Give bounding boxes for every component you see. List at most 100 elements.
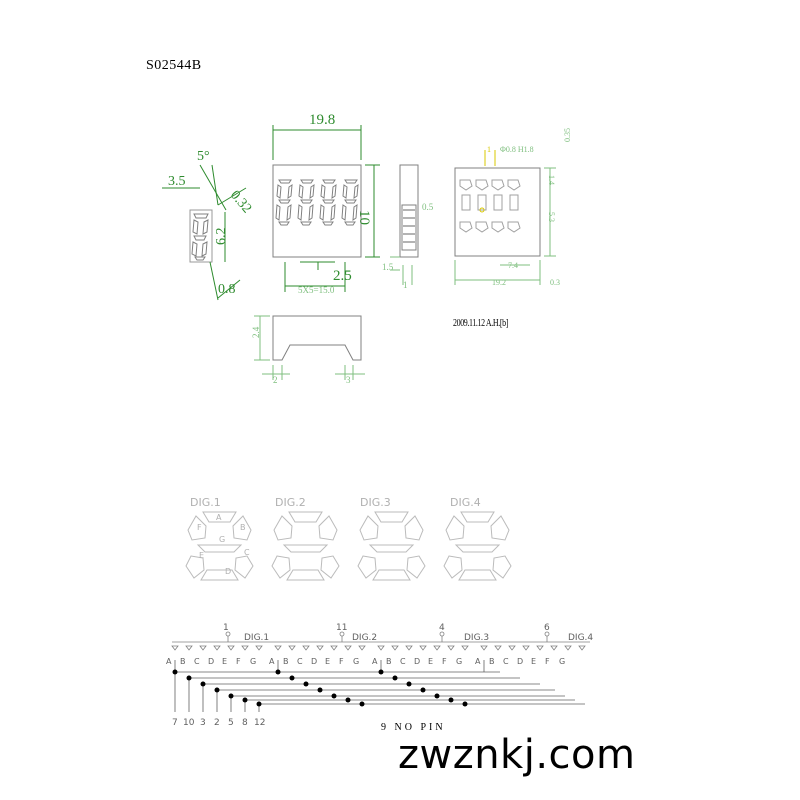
svg-text:F: F [339, 657, 344, 666]
watermark: zwznkj.com [398, 732, 636, 778]
side-profile-labels: 0.5 1.5 1 [382, 202, 434, 290]
svg-text:G: G [250, 657, 256, 666]
pin-number: 2 [214, 718, 220, 728]
bottom-view [454, 150, 556, 285]
bottom-view-labels: 1 Φ0.8 H1.8 0.35 1.4 5.3 7.4 19.2 0.3 [487, 128, 572, 287]
pin-number: 12 [254, 718, 265, 728]
pin-number: 10 [183, 718, 195, 728]
pin-number: 5 [228, 718, 234, 728]
date-code: 2009.11.12 A.H.[b] [453, 317, 509, 329]
schematic-dots [172, 669, 468, 707]
side-view-labels: 5° 3.5 0.32 6.2 0.8 [168, 149, 254, 297]
width-label: 19.2 [492, 278, 506, 287]
svg-text:G: G [456, 657, 462, 666]
pin-label: 0.8 [218, 282, 236, 297]
front-digit-1 [275, 179, 293, 226]
angle-label: 5° [197, 149, 210, 164]
digit-labels: DIG.1 DIG.2 DIG.3 DIG.4 [190, 496, 481, 509]
side-view [162, 164, 247, 301]
b-label: 3 [346, 375, 351, 385]
pitch-label: 7.4 [508, 261, 518, 270]
diag-label: 0.32 [227, 188, 254, 216]
common-pin-labels: 1 11 4 6 DIG.1 DIG.2 DIG.3 DIG.4 [223, 623, 593, 643]
d2-label: 1.5 [382, 262, 394, 272]
svg-text:A: A [372, 657, 378, 666]
svg-text:C: C [194, 657, 200, 666]
width-label: 3.5 [168, 174, 186, 189]
top-label: 0.35 [563, 128, 572, 142]
svg-text:G: G [353, 657, 359, 666]
svg-text:F: F [545, 657, 550, 666]
digit-common-label: DIG.2 [352, 633, 377, 643]
digit-label: DIG.3 [360, 496, 391, 509]
d3-label: 1 [403, 280, 408, 290]
digit-label: DIG.2 [275, 496, 306, 509]
common-pin-number: 11 [336, 623, 347, 633]
svg-text:G: G [559, 657, 565, 666]
digit-common-label: DIG.1 [244, 633, 269, 643]
width-label: 19.8 [309, 112, 335, 128]
svg-text:B: B [386, 657, 392, 666]
svg-text:E: E [531, 657, 536, 666]
side-profile [390, 164, 419, 285]
digit-layout [185, 511, 512, 581]
digit-label: DIG.1 [190, 496, 221, 509]
segment-letter: F [197, 523, 202, 532]
svg-text:C: C [503, 657, 509, 666]
svg-text:C: C [297, 657, 303, 666]
segment-letter: G [219, 535, 225, 544]
segment-letter: B [240, 523, 246, 532]
segment-letter: D [225, 567, 231, 576]
digit-common-label: DIG.4 [568, 633, 593, 643]
svg-text:F: F [442, 657, 447, 666]
a-label: 2 [273, 375, 278, 385]
svg-text:A: A [269, 657, 275, 666]
edge-label: 0.3 [550, 278, 560, 287]
height-label: 6.2 [214, 228, 229, 246]
part-number: S02544B [146, 58, 202, 73]
segment-letters: A B C D E F G [197, 513, 250, 576]
digit-label: DIG.4 [450, 496, 481, 509]
hole-label: Φ0.8 H1.8 [500, 145, 534, 154]
svg-text:D: D [311, 657, 317, 666]
segment-letter: A [216, 513, 222, 522]
svg-text:D: D [414, 657, 420, 666]
svg-text:B: B [180, 657, 186, 666]
bottom-profile-labels: 2.4 2 3 [251, 326, 351, 385]
common-pin-number: 4 [439, 623, 445, 633]
pin-number: 3 [200, 718, 206, 728]
segment-letter: C [244, 548, 250, 557]
digit-common-label: DIG.3 [464, 633, 489, 643]
h-label: 2.4 [251, 326, 261, 338]
svg-text:C: C [400, 657, 406, 666]
svg-text:F: F [236, 657, 241, 666]
bottom-pin-labels: 7 10 3 2 5 8 12 [172, 718, 265, 728]
svg-text:A: A [475, 657, 481, 666]
svg-text:D: D [517, 657, 523, 666]
svg-text:D: D [208, 657, 214, 666]
common-pin-number: 1 [223, 623, 229, 633]
pitch-label: 2.5 [333, 268, 352, 284]
common-pin-number: 6 [544, 623, 550, 633]
svg-text:E: E [325, 657, 330, 666]
d1-label: 0.5 [422, 202, 434, 212]
no-pin-note: 9 NO PIN [381, 722, 446, 733]
pin-number: 7 [172, 718, 178, 728]
svg-text:E: E [428, 657, 433, 666]
height-label: 10 [356, 210, 372, 225]
svg-text:A: A [166, 657, 172, 666]
right1-label: 1.4 [547, 175, 556, 185]
svg-text:E: E [222, 657, 227, 666]
pin-number: 8 [242, 718, 248, 728]
svg-text:B: B [489, 657, 495, 666]
segment-letter: E [199, 551, 204, 560]
svg-text:B: B [283, 657, 289, 666]
pad-label: 1 [487, 145, 491, 154]
digit-1 [185, 511, 254, 581]
total-label: 5X5=15.0 [298, 285, 335, 295]
front-view-labels: 19.8 10 2.5 5X5=15.0 [298, 112, 372, 295]
bottom-profile [254, 315, 365, 380]
right2-label: 5.3 [547, 212, 556, 222]
